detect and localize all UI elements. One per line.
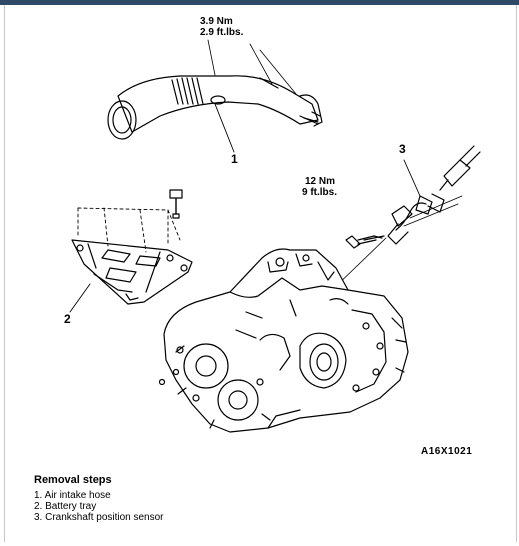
crankshaft-sensor-part	[329, 145, 481, 293]
removal-steps-title: Removal steps	[34, 474, 112, 486]
hose-torque-ftlbs: 2.9 ft.lbs.	[200, 27, 244, 38]
callout-2: 2	[64, 312, 71, 326]
page-frame	[4, 5, 517, 542]
air-intake-hose-part	[107, 39, 323, 153]
removal-steps: Removal steps 1. Air intake hose 2. Batt…	[34, 474, 164, 523]
removal-step: 2. Battery tray	[34, 501, 97, 512]
sensor-torque-ftlbs: 9 ft.lbs.	[302, 187, 338, 198]
window-title-bar	[0, 0, 519, 5]
callout-1: 1	[231, 152, 238, 166]
removal-step: 3. Crankshaft position sensor	[34, 512, 164, 523]
figure-code: A16X1021	[421, 446, 473, 457]
removal-step: 1. Air intake hose	[34, 490, 111, 501]
callout-3: 3	[399, 142, 406, 156]
sensor-torque-nm: 12 Nm	[305, 176, 336, 187]
transaxle-housing	[158, 248, 409, 433]
battery-tray-part	[69, 189, 193, 313]
removal-steps-list: 1. Air intake hose 2. Battery tray 3. Cr…	[34, 490, 164, 523]
hose-torque-nm: 3.9 Nm	[200, 16, 233, 27]
